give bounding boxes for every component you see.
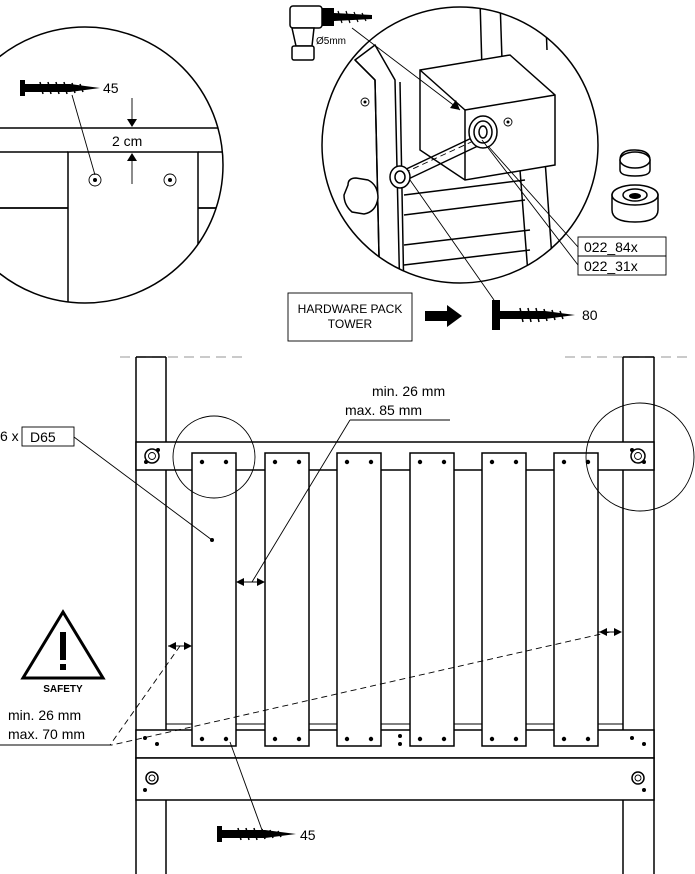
detail-circle-top-right <box>321 6 599 284</box>
fence-frame <box>120 356 695 874</box>
part-cap-label: 022_84x <box>584 239 638 255</box>
hardware-pack-box <box>287 292 413 342</box>
cap-icon <box>619 149 651 177</box>
arrow-right-icon <box>425 305 462 327</box>
plank-gap-min-label: min. 26 mm <box>372 383 445 399</box>
hardware-pack-line1: HARDWARE PACK <box>298 302 403 316</box>
part-label-box <box>577 255 667 276</box>
fence-plank <box>409 452 455 747</box>
bolt-length-label: 80 <box>582 307 598 323</box>
screw-length-label: 45 <box>103 80 119 96</box>
screw-hole <box>163 173 177 187</box>
fence-plank <box>553 452 599 747</box>
plank-gap-max-label: max. 85 mm <box>345 402 422 418</box>
washer-icon <box>468 115 498 149</box>
hardware-pack-line2: TOWER <box>328 317 373 331</box>
bolt-icon <box>492 300 575 330</box>
warning-triangle-icon <box>20 609 106 680</box>
fence-plank <box>336 452 382 747</box>
part-label-box <box>21 426 75 447</box>
washer-icon <box>611 184 659 223</box>
drill-icon <box>289 5 372 61</box>
screw-icon <box>20 80 100 96</box>
part-washer-label: 022_31x <box>584 258 638 274</box>
plank-count-label: 6 x <box>0 428 19 444</box>
fence-plank <box>264 452 310 747</box>
safety-max-label: max. 70 mm <box>8 726 85 742</box>
drill-size-label: Ø5mm <box>316 36 346 47</box>
safety-label: SAFETY <box>43 684 83 695</box>
plank-part-label: D65 <box>30 429 56 445</box>
gap-dimension-label: 2 cm <box>112 133 142 149</box>
screw-icon <box>217 826 296 842</box>
screw-bottom-label: 45 <box>300 827 316 843</box>
fence-plank <box>191 452 237 747</box>
safety-min-label: min. 26 mm <box>8 707 81 723</box>
cap-icon <box>343 177 379 215</box>
detail-circle-top-left: 45 2 cm <box>0 26 224 304</box>
fence-plank <box>481 452 527 747</box>
